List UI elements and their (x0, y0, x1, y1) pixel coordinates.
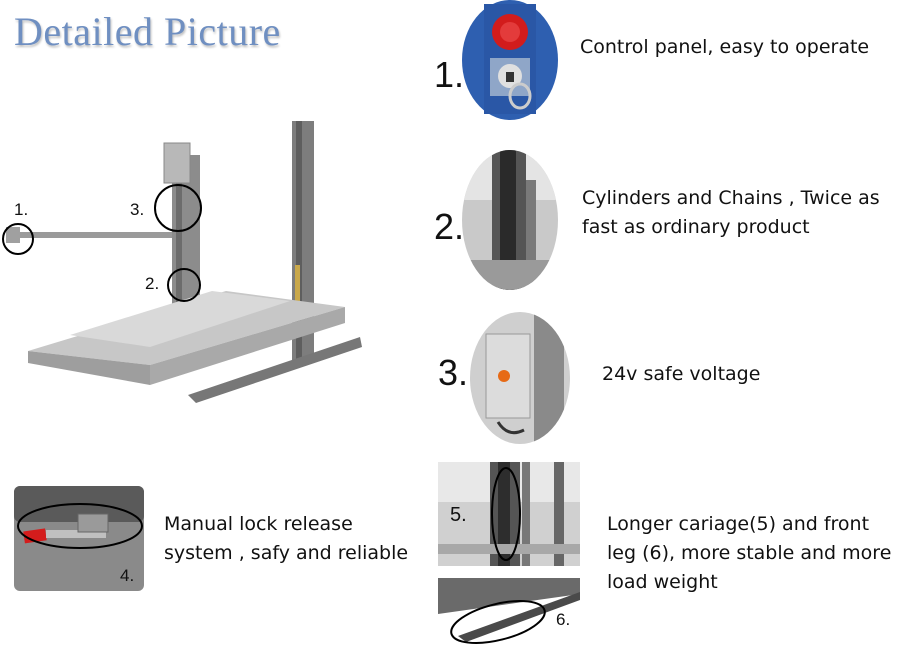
photo-label-3: 3. (130, 200, 145, 219)
detail-2-text-line-2: fast as ordinary product (582, 216, 810, 238)
detail-4-text-line-2: system , safy and reliable (164, 542, 409, 564)
detail-5-text-line-1: Longer cariage(5) and front (607, 513, 870, 535)
detail-1-text: Control panel, easy to operate (580, 36, 870, 58)
detail-3-text: 24v safe voltage (602, 363, 761, 385)
detail-5-text-line-3: load weight (607, 571, 718, 593)
photo-label-2: 2. (145, 274, 160, 293)
carriage-photo (438, 462, 580, 566)
detail-4-text-line-1: Manual lock release (164, 513, 353, 535)
detail-2-number: 2. (434, 206, 465, 247)
page-title: Detailed Picture (14, 9, 281, 54)
detail-4-number: 4. (120, 566, 135, 585)
detail-5-text-line-2: leg (6), more stable and more (607, 542, 892, 564)
control-box-photo (470, 312, 570, 444)
detail-3-number: 3. (438, 352, 469, 393)
front-leg-photo (438, 578, 580, 648)
manual-lock-photo (14, 486, 144, 591)
detail-2-text-line-1: Cylinders and Chains , Twice as (582, 187, 880, 209)
detail-6-number: 6. (556, 610, 571, 629)
parking-lift-photo (2, 121, 362, 403)
detail-5-number: 5. (450, 504, 467, 526)
detail-1-number: 1. (434, 54, 465, 95)
photo-label-1: 1. (14, 200, 29, 219)
control-panel-photo (462, 0, 558, 120)
cylinders-chains-photo (462, 150, 558, 290)
